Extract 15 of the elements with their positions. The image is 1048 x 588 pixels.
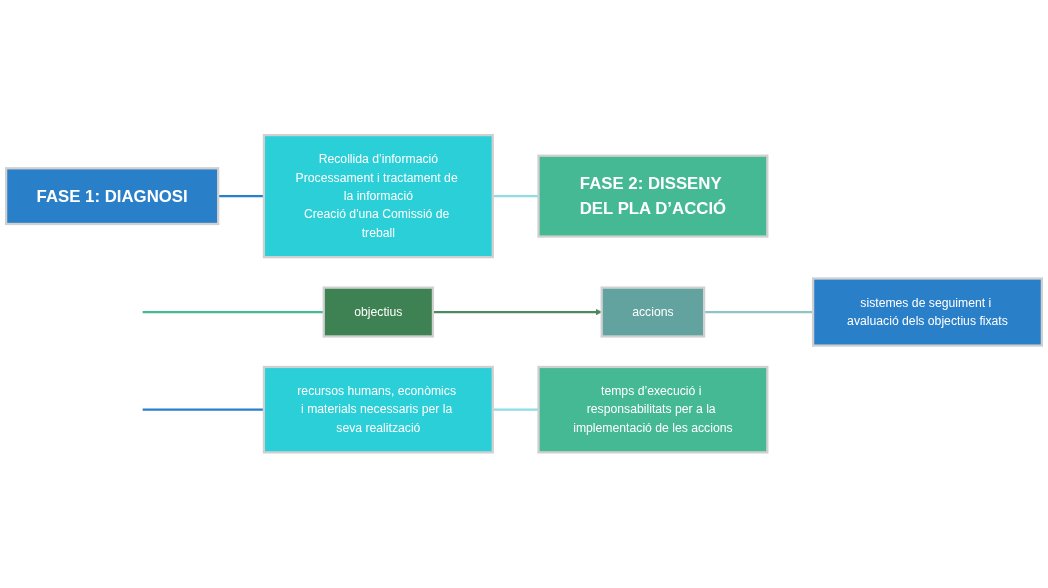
node-box: sistemes de seguiment i avaluació dels objectius fixats — [811, 277, 1044, 347]
node-box: temps d’execució i responsabilitats per a la implementació de les accions — [537, 366, 769, 454]
connector — [492, 195, 539, 198]
connector — [218, 195, 264, 198]
connector — [704, 311, 814, 314]
node-box: Recollida d’informació Processament i tractament de la informació Creació d'una Comissió de treball — [262, 134, 494, 259]
connector — [492, 408, 539, 412]
node-box: FASE 1: DIAGNOSI — [4, 167, 220, 226]
node-box: FASE 2: DISSENY DEL PLA D’ACCIÓ — [537, 154, 769, 238]
connector — [142, 408, 264, 412]
connector — [142, 311, 324, 314]
arrow — [432, 308, 602, 316]
node-box: objectius — [322, 286, 435, 338]
node-box: recursos humans, econòmics i materials necessaris per la seva realització — [262, 366, 494, 454]
node-box: accions — [600, 286, 706, 338]
